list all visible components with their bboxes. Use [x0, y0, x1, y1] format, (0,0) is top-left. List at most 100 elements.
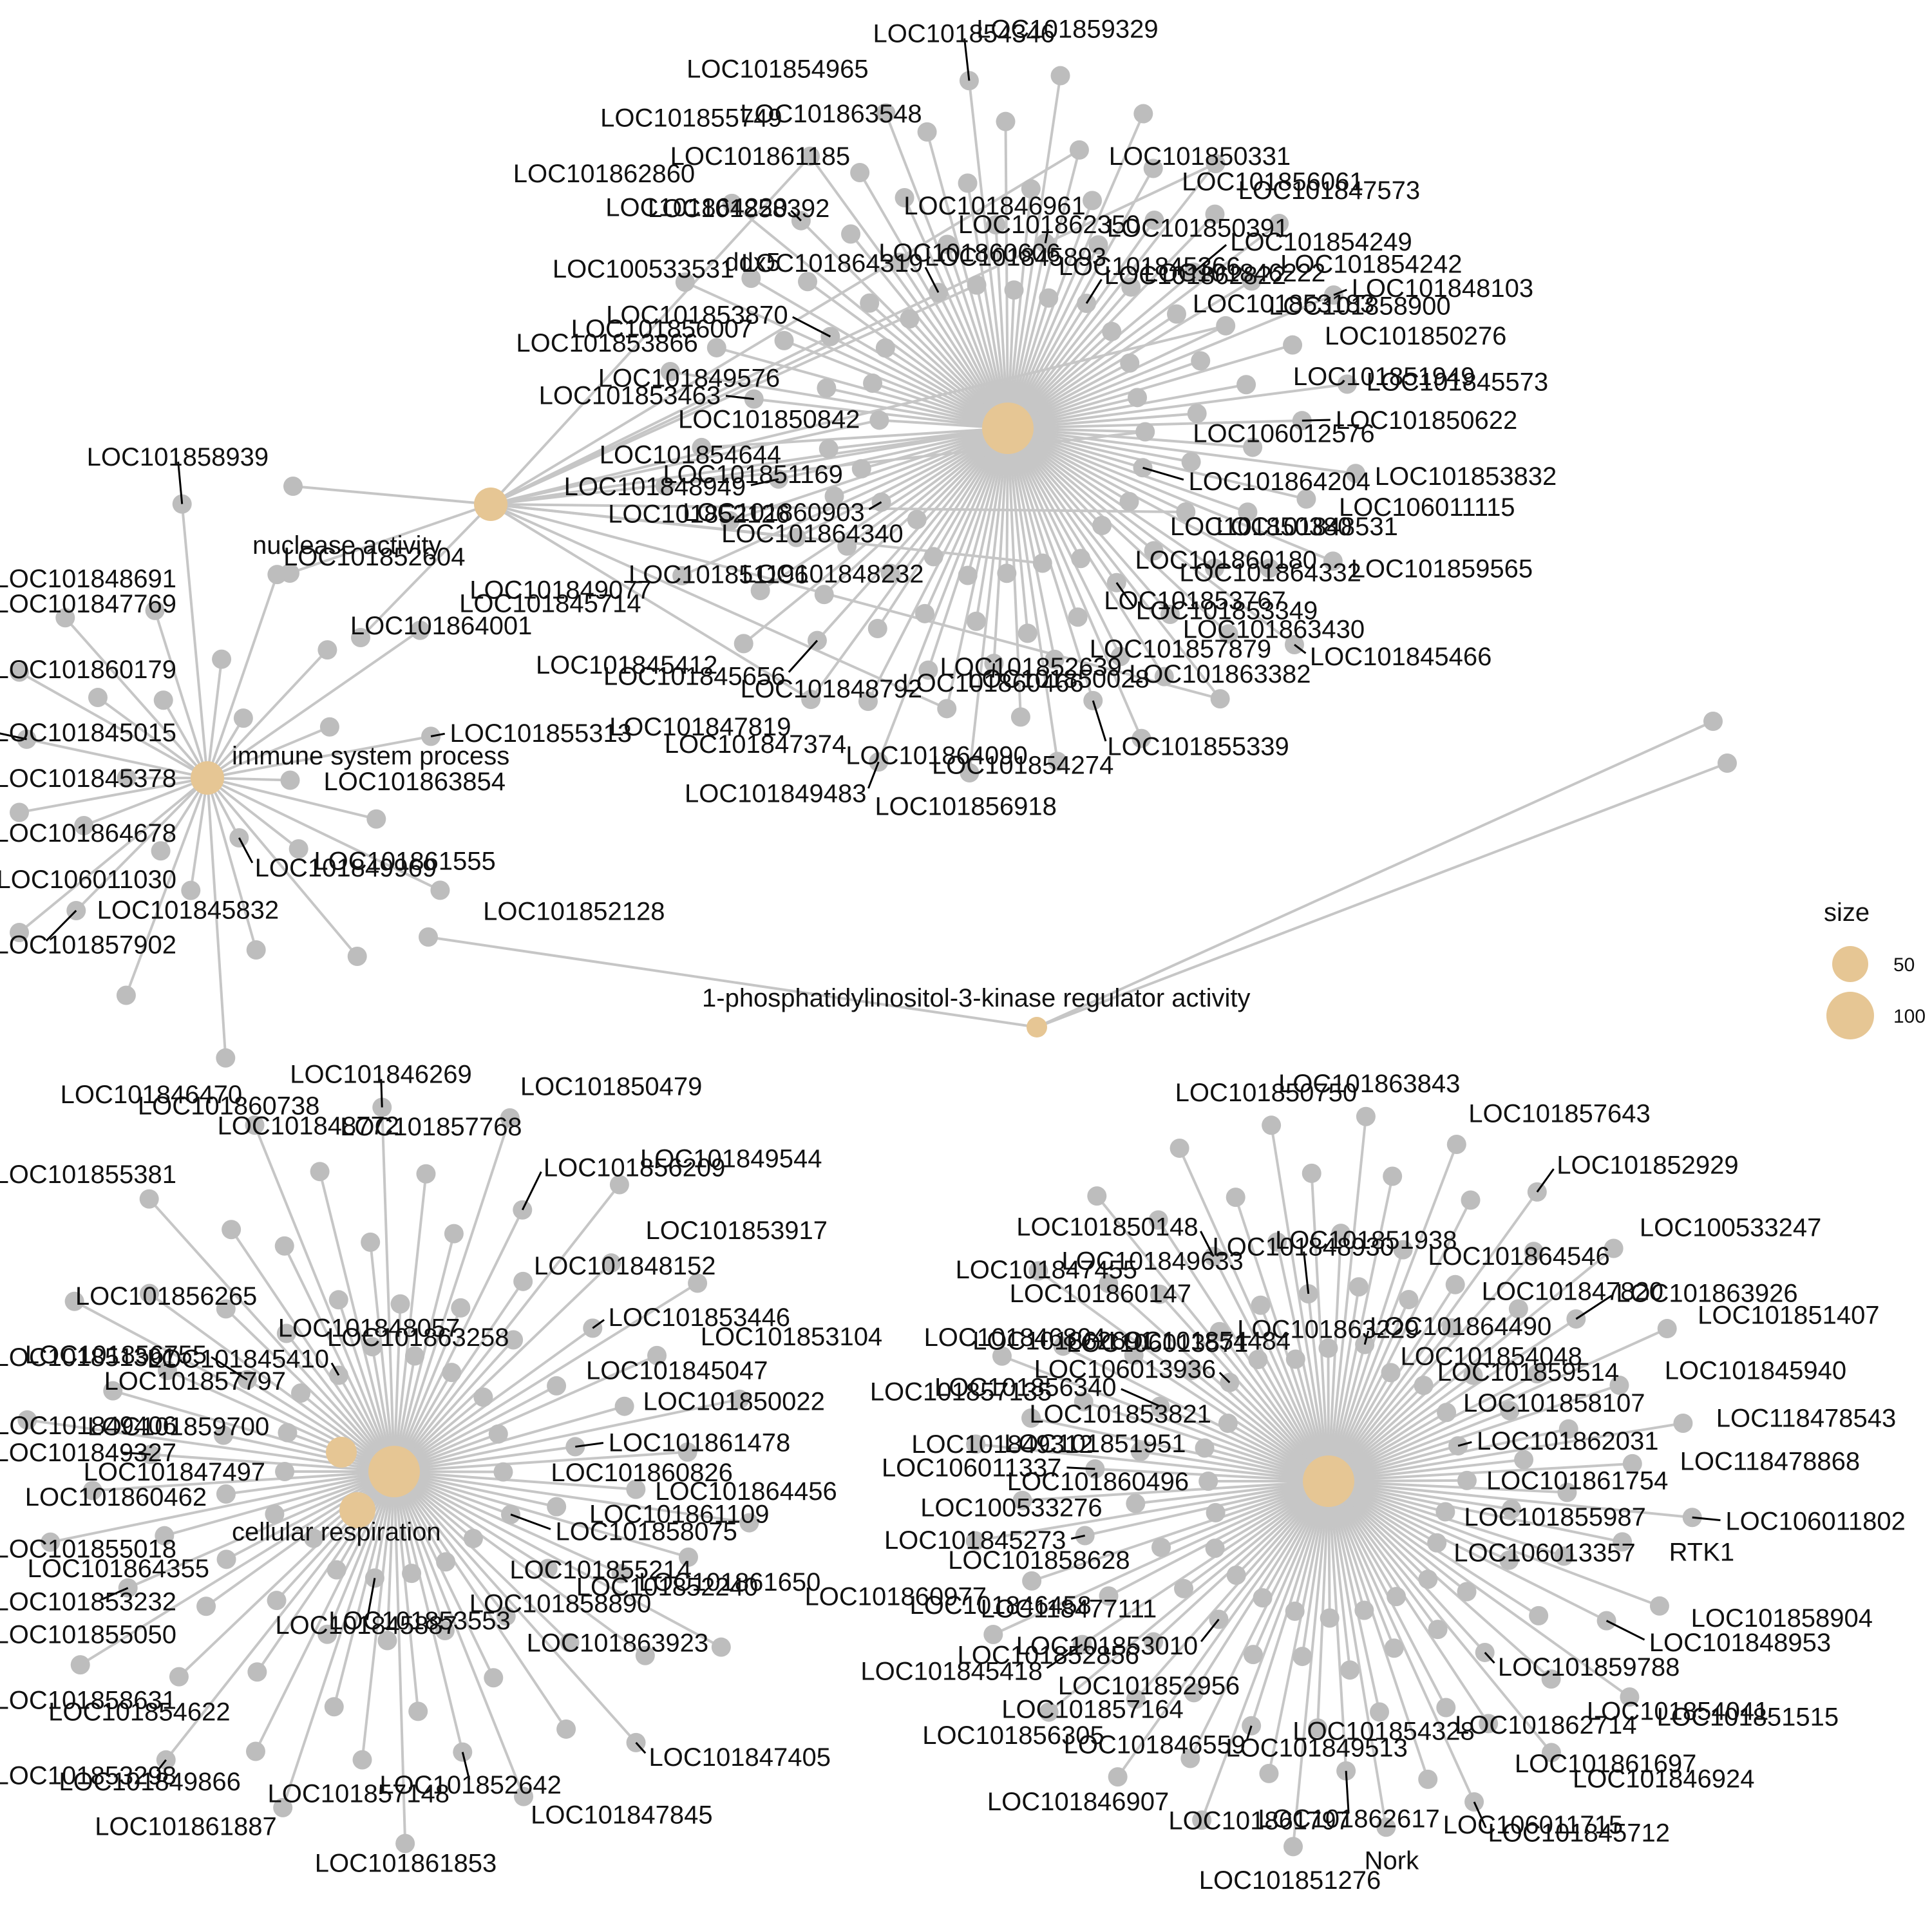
- gene-node[interactable]: [688, 1273, 708, 1293]
- gene-node[interactable]: [10, 662, 29, 682]
- gene-node[interactable]: [907, 509, 927, 529]
- gene-node[interactable]: [1039, 288, 1059, 308]
- gene-node[interactable]: [1384, 1638, 1404, 1658]
- gene-node[interactable]: [538, 1558, 558, 1578]
- gene-node[interactable]: [966, 1434, 986, 1454]
- gene-node[interactable]: [319, 717, 339, 737]
- gene-node[interactable]: [1331, 1224, 1351, 1244]
- gene-node[interactable]: [1126, 1493, 1146, 1513]
- gene-node[interactable]: [1143, 158, 1163, 178]
- gene-node[interactable]: [74, 816, 94, 836]
- gene-node[interactable]: [317, 640, 337, 660]
- gene-node[interactable]: [436, 1552, 456, 1572]
- gene-node[interactable]: [711, 1637, 731, 1657]
- gene-node[interactable]: [1436, 1698, 1456, 1718]
- gene-node[interactable]: [514, 1786, 534, 1806]
- gene-node[interactable]: [1418, 1769, 1438, 1789]
- gene-node[interactable]: [1302, 1163, 1321, 1183]
- gene-node[interactable]: [1238, 502, 1258, 522]
- gene-node[interactable]: [1446, 1135, 1466, 1155]
- gene-node[interactable]: [245, 1741, 265, 1761]
- gene-node[interactable]: [817, 378, 837, 398]
- gene-node[interactable]: [1210, 689, 1230, 709]
- gene-node[interactable]: [1461, 1190, 1481, 1210]
- gene-node[interactable]: [1604, 1238, 1624, 1258]
- gene-node[interactable]: [1048, 752, 1068, 772]
- gene-node[interactable]: [408, 1701, 428, 1721]
- gene-node[interactable]: [1205, 1539, 1225, 1558]
- gene-node[interactable]: [692, 437, 712, 457]
- gene-node[interactable]: [212, 649, 232, 669]
- gene-node[interactable]: [216, 1299, 236, 1319]
- gene-node[interactable]: [70, 1655, 90, 1675]
- gene-node[interactable]: [626, 1479, 646, 1499]
- gene-node[interactable]: [1267, 1232, 1287, 1252]
- gene-node[interactable]: [1558, 1419, 1578, 1439]
- gene-node[interactable]: [741, 269, 761, 289]
- gene-node[interactable]: [1502, 1499, 1522, 1519]
- gene-node[interactable]: [1206, 1502, 1226, 1522]
- gene-node[interactable]: [1718, 753, 1737, 773]
- gene-node[interactable]: [1053, 1336, 1073, 1356]
- gene-node[interactable]: [1337, 374, 1357, 394]
- gene-node[interactable]: [402, 1564, 422, 1584]
- gene-node[interactable]: [722, 193, 742, 213]
- gene-node[interactable]: [863, 374, 883, 393]
- gene-node[interactable]: [958, 565, 978, 585]
- gene-node[interactable]: [419, 927, 438, 947]
- gene-node[interactable]: [222, 1220, 242, 1240]
- gene-node[interactable]: [850, 163, 870, 183]
- gene-node[interactable]: [1180, 1748, 1200, 1768]
- gene-node[interactable]: [1184, 1683, 1204, 1703]
- gene-node[interactable]: [1010, 707, 1030, 727]
- gene-node[interactable]: [410, 620, 430, 640]
- gene-node[interactable]: [216, 1484, 236, 1504]
- gene-node[interactable]: [283, 477, 303, 496]
- gene-node[interactable]: [915, 603, 935, 623]
- gene-node[interactable]: [473, 1387, 493, 1407]
- gene-node[interactable]: [1083, 191, 1103, 211]
- gene-node[interactable]: [451, 1298, 471, 1318]
- gene-node[interactable]: [1160, 605, 1180, 625]
- gene-node[interactable]: [1236, 375, 1256, 395]
- gene-node[interactable]: [1206, 154, 1226, 174]
- gene-node[interactable]: [1318, 1338, 1338, 1358]
- gene-node[interactable]: [390, 1294, 410, 1314]
- gene-node[interactable]: [1529, 1605, 1549, 1625]
- gene-node[interactable]: [1187, 404, 1207, 424]
- gene-node[interactable]: [435, 1621, 455, 1641]
- gene-node[interactable]: [377, 1631, 397, 1651]
- gene-node[interactable]: [923, 547, 943, 567]
- gene-node[interactable]: [841, 224, 861, 244]
- gene-node[interactable]: [1259, 1763, 1279, 1783]
- gene-node[interactable]: [151, 841, 171, 861]
- gene-node[interactable]: [1524, 1242, 1544, 1262]
- gene-node[interactable]: [1110, 647, 1130, 667]
- gene-node[interactable]: [442, 1363, 462, 1383]
- gene-node[interactable]: [1293, 1647, 1312, 1667]
- gene-node[interactable]: [17, 1410, 37, 1430]
- gene-node[interactable]: [352, 1750, 372, 1770]
- gene-node[interactable]: [324, 1697, 344, 1717]
- gene-node[interactable]: [996, 111, 1016, 131]
- gene-node[interactable]: [1381, 1363, 1401, 1383]
- gene-node[interactable]: [41, 1532, 61, 1552]
- gene-node[interactable]: [310, 1162, 330, 1182]
- gene-node[interactable]: [609, 1175, 629, 1195]
- gene-node[interactable]: [347, 946, 367, 966]
- gene-node[interactable]: [1673, 1413, 1693, 1433]
- gene-node[interactable]: [216, 1048, 236, 1068]
- gene-node[interactable]: [82, 1481, 102, 1501]
- gene-node[interactable]: [116, 985, 136, 1005]
- gene-node[interactable]: [1088, 235, 1108, 255]
- gene-node[interactable]: [918, 660, 938, 680]
- gene-node[interactable]: [1092, 515, 1112, 535]
- gene-node[interactable]: [1039, 1702, 1059, 1722]
- category-node-immune[interactable]: [191, 761, 224, 795]
- gene-node[interactable]: [488, 1424, 508, 1444]
- gene-node[interactable]: [363, 1337, 383, 1357]
- gene-node[interactable]: [1144, 541, 1164, 561]
- gene-node[interactable]: [1542, 1743, 1562, 1763]
- gene-node[interactable]: [1554, 1546, 1574, 1566]
- gene-node[interactable]: [103, 1381, 123, 1401]
